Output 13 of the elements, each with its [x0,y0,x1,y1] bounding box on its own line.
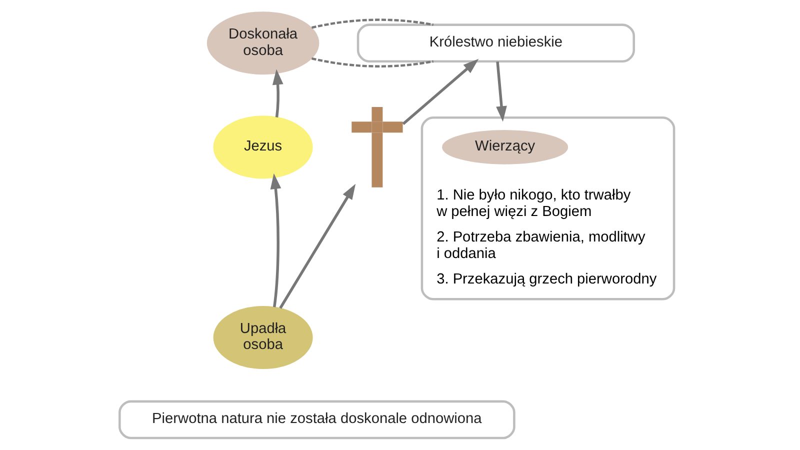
connector [310,18,434,29]
arrow [270,173,281,308]
arrow [278,184,356,309]
arrow [496,61,506,122]
arrow [272,69,283,118]
node-ellipse: Wierzący [442,130,568,164]
node-box: Królestwo niebieskie [356,24,634,62]
node-ellipse: Doskonała osoba [206,12,319,75]
node-ellipse: Jezus [212,116,312,179]
node-box: Pierwotna natura nie została doskonale odnowiona [118,400,515,440]
arrow [402,58,478,125]
node-ellipse: Upadła osoba [212,306,312,370]
connector [310,57,434,68]
